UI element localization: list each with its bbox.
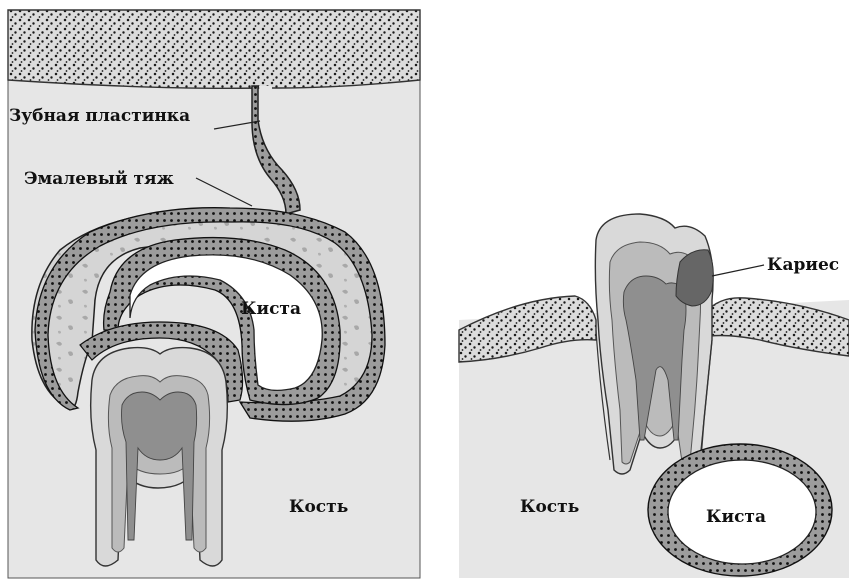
left-cyst-label: Киста [241,299,301,319]
left-oral-epithelium [8,10,420,88]
left-bone-label: Кость [289,497,348,517]
right-bone-label: Кость [520,497,579,517]
right-tooth [595,214,713,474]
caries-leader [712,265,764,276]
right-panel: Кариес Кость Киста [459,214,849,578]
caries-label: Кариес [767,255,839,275]
dental-lamina-label: Зубная пластинка [9,106,190,126]
left-panel: Зубная пластинка Эмалевый тяж Киста Кост… [8,10,420,578]
enamel-cord-label: Эмалевый тяж [24,169,174,189]
right-cyst-label: Киста [706,507,766,527]
